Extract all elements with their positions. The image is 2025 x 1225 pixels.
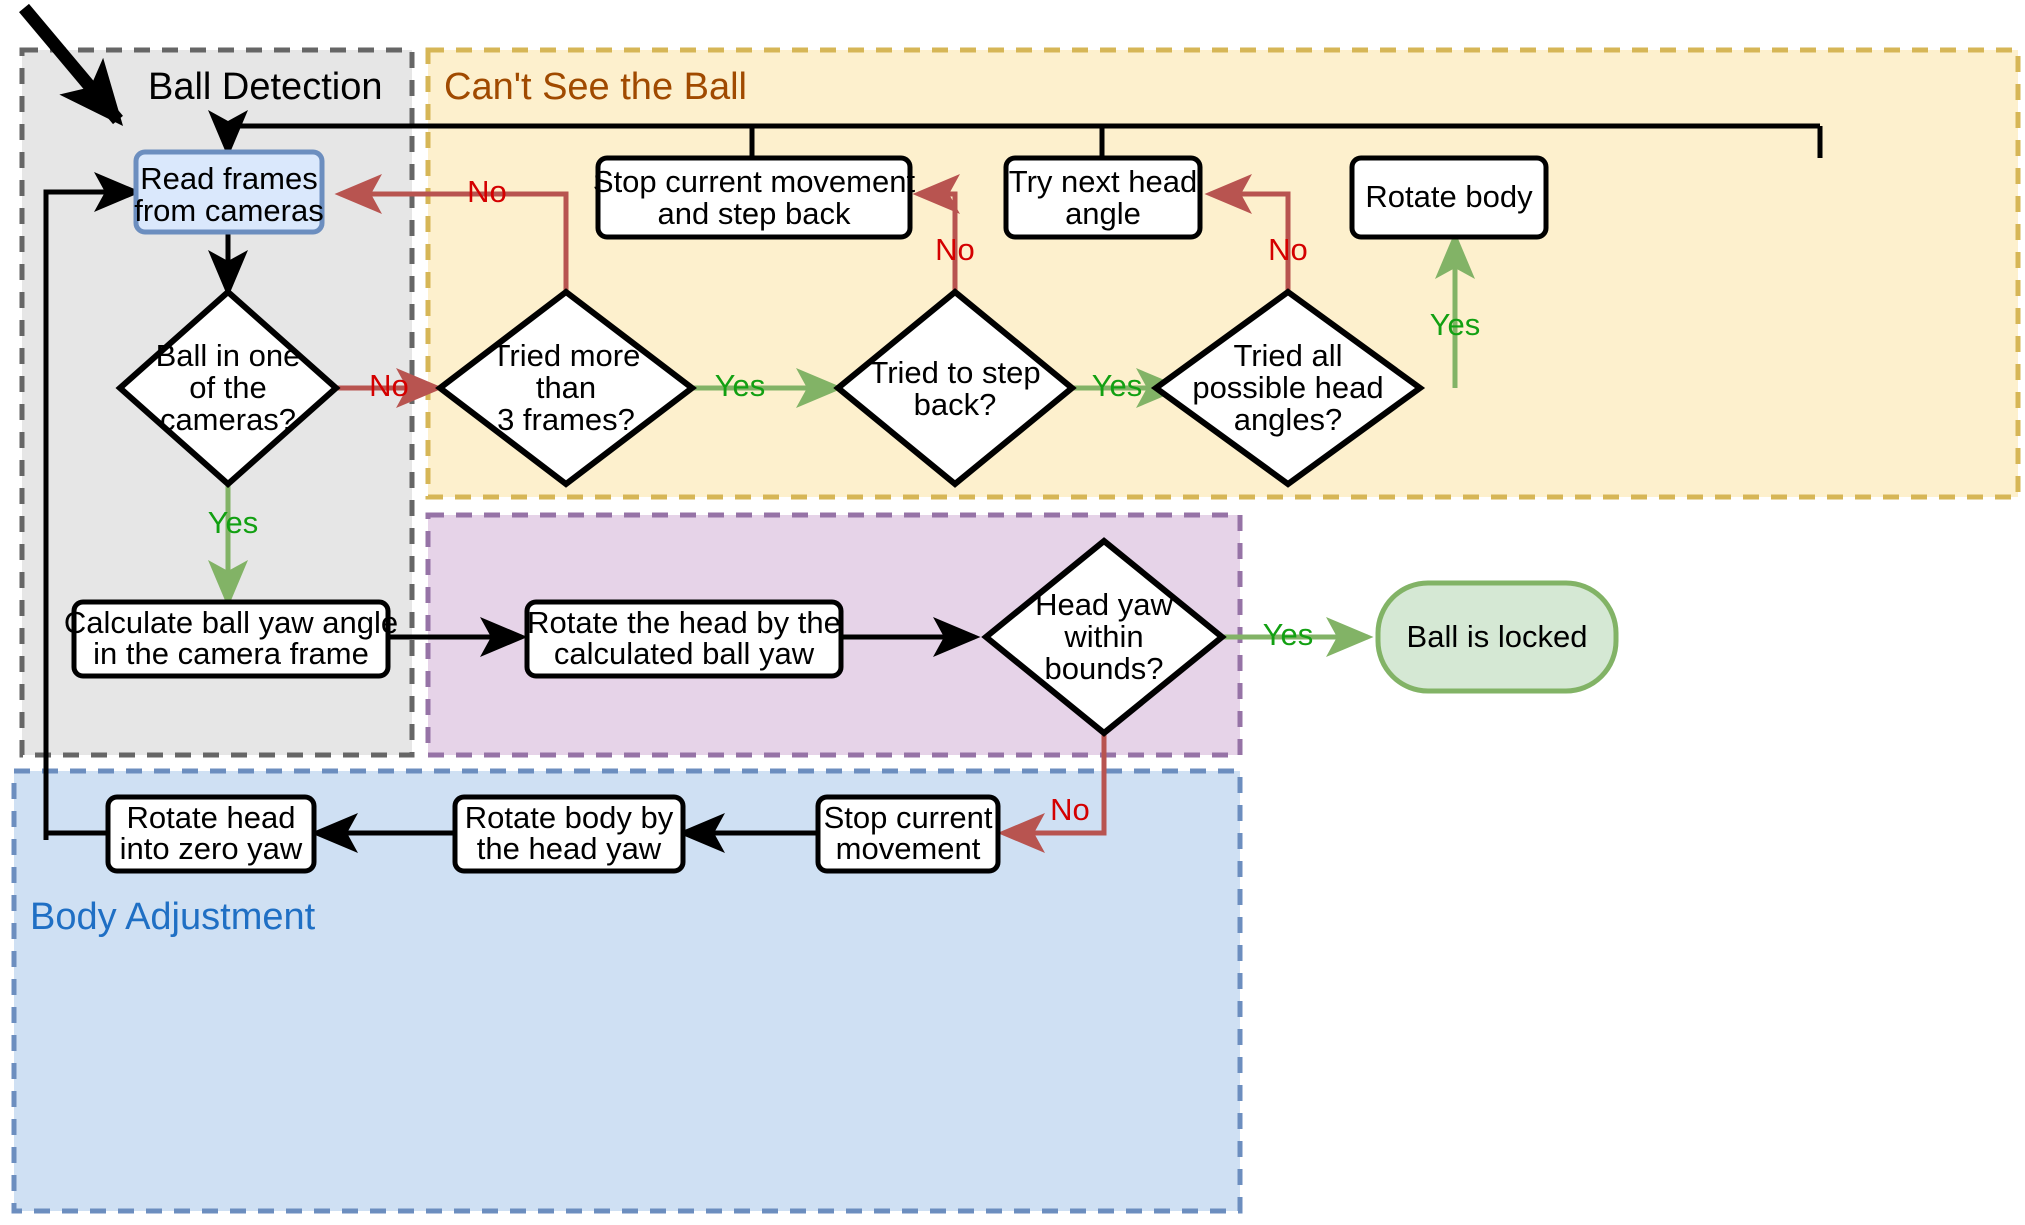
node-tried-3-frames-line-3: 3 frames?: [497, 402, 635, 437]
node-tried-3-frames[interactable]: Tried more than 3 frames?: [435, 288, 697, 488]
node-head-yaw-bounds-line-3: bounds?: [1045, 651, 1164, 686]
edge-label-tried-3-frames-no: No: [467, 174, 507, 209]
node-calc-ball-yaw-line-2: in the camera frame: [93, 636, 369, 671]
node-read-frames[interactable]: Read frames from cameras: [133, 149, 325, 235]
node-head-yaw-bounds-line-1: Head yaw: [1035, 587, 1173, 622]
node-stop-movement-line-1: Stop current: [824, 800, 993, 835]
node-try-next-head-angle[interactable]: Try next head angle: [1003, 155, 1203, 240]
node-stop-movement-line-2: movement: [836, 831, 981, 866]
node-rotate-head-zero-yaw[interactable]: Rotate head into zero yaw: [105, 794, 317, 874]
edge-tried-step-back-no: [912, 174, 960, 292]
node-read-frames-line-1: Read frames: [140, 161, 317, 196]
node-rotate-body-line-1: Rotate body: [1365, 179, 1533, 214]
node-rotate-head-zero-line-2: into zero yaw: [120, 831, 303, 866]
edge-label-ball-in-camera-no: No: [369, 368, 409, 403]
node-ball-in-camera[interactable]: Ball in one of the cameras?: [115, 287, 341, 489]
node-stop-step-back-line-2: and step back: [657, 196, 851, 231]
node-stop-and-step-back[interactable]: Stop current movement and step back: [593, 155, 916, 240]
node-rotate-head-yaw-line-1: Rotate the head by the: [527, 605, 841, 640]
edge-head-yaw-no: [997, 733, 1107, 853]
edge-label-head-yaw-yes: Yes: [1263, 617, 1314, 652]
edge-entry: [19, 3, 124, 126]
node-tried-head-angles-line-3: angles?: [1234, 402, 1343, 437]
node-read-frames-line-2: from cameras: [134, 193, 323, 228]
group-title-cant-see-ball: Can't See the Ball: [444, 66, 747, 108]
group-title-ball-detection: Ball Detection: [148, 66, 382, 108]
edge-label-tried-head-angles-yes: Yes: [1430, 307, 1481, 342]
node-ball-in-camera-line-1: Ball in one: [156, 338, 301, 373]
node-tried-3-frames-line-2: than: [536, 370, 596, 405]
edge-label-tried-3-frames-yes: Yes: [715, 368, 766, 403]
node-tried-step-back[interactable]: Tried to step back?: [833, 288, 1077, 488]
node-ball-is-locked-label: Ball is locked: [1407, 619, 1588, 654]
group-title-body-adjustment: Body Adjustment: [30, 896, 316, 938]
edge-label-ball-in-camera-yes: Yes: [208, 505, 259, 540]
node-rotate-body-by-head-yaw[interactable]: Rotate body by the head yaw: [452, 794, 686, 874]
edge-tried-head-angles-no: [1204, 174, 1291, 292]
node-ball-in-camera-line-2: of the: [189, 370, 267, 405]
node-tried-head-angles-line-2: possible head: [1192, 370, 1383, 405]
node-stop-current-movement[interactable]: Stop current movement: [815, 794, 1001, 874]
edge-tried-3-frames-no: [334, 174, 569, 292]
node-calc-ball-yaw-line-1: Calculate ball yaw angle: [64, 605, 398, 640]
edge-label-tried-step-back-no: No: [935, 232, 975, 267]
node-rotate-head-by-ball-yaw[interactable]: Rotate the head by the calculated ball y…: [524, 599, 844, 679]
node-rotate-head-zero-line-1: Rotate head: [127, 800, 296, 835]
node-calculate-ball-yaw[interactable]: Calculate ball yaw angle in the camera f…: [64, 599, 398, 679]
edge-loop-back-to-read-frames: [43, 172, 142, 840]
node-tried-3-frames-line-1: Tried more: [492, 338, 641, 373]
node-head-yaw-bounds-line-2: within: [1063, 619, 1143, 654]
node-rotate-head-yaw-line-2: calculated ball yaw: [554, 636, 815, 671]
node-tried-step-back-line-1: Tried to step: [869, 355, 1040, 390]
node-ball-in-camera-line-3: cameras?: [160, 402, 296, 437]
node-rotate-body[interactable]: Rotate body: [1349, 155, 1549, 240]
node-ball-is-locked[interactable]: Ball is locked: [1375, 580, 1619, 694]
node-rotate-body-yaw-line-2: the head yaw: [477, 831, 662, 866]
edge-label-tried-step-back-yes: Yes: [1092, 368, 1143, 403]
edge-label-head-yaw-no: No: [1050, 792, 1090, 827]
node-stop-step-back-line-1: Stop current movement: [593, 164, 916, 199]
node-head-yaw-within-bounds[interactable]: Head yaw within bounds?: [981, 537, 1227, 737]
node-tried-head-angles-line-1: Tried all: [1233, 338, 1342, 373]
edge-label-tried-head-angles-no: No: [1268, 232, 1308, 267]
node-try-next-head-line-2: angle: [1065, 196, 1141, 231]
node-try-next-head-line-1: Try next head: [1009, 164, 1197, 199]
node-rotate-body-yaw-line-1: Rotate body by: [465, 800, 674, 835]
node-tried-step-back-line-2: back?: [914, 387, 997, 422]
node-tried-head-angles[interactable]: Tried all possible head angles?: [1150, 288, 1426, 488]
